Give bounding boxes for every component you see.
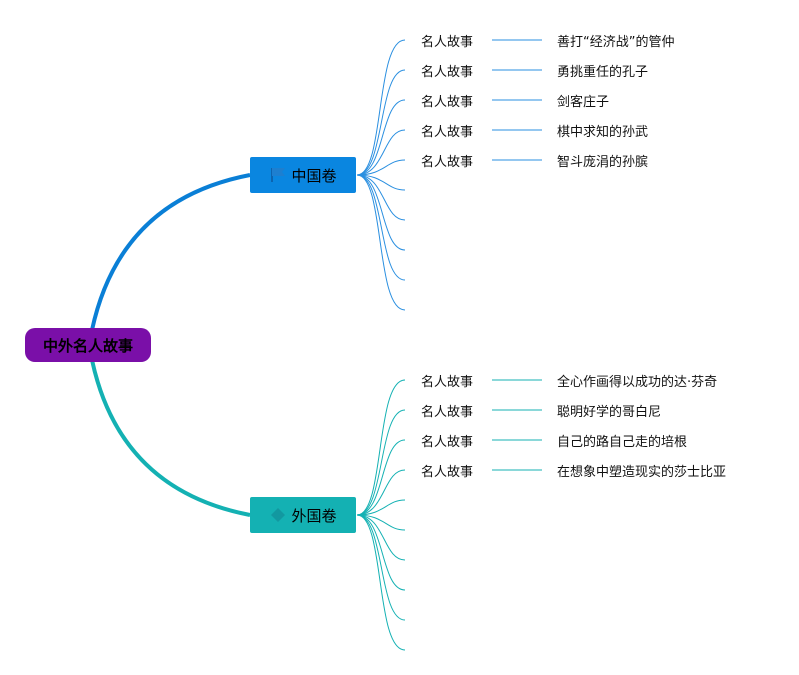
- china-item-4-category[interactable]: 名人故事: [421, 125, 474, 140]
- china-item-3-category[interactable]: 名人故事: [421, 95, 474, 110]
- china-item-3-title[interactable]: 剑客庄子: [557, 95, 610, 110]
- china-item-2-category[interactable]: 名人故事: [421, 65, 474, 80]
- root-to-china-link: [90, 173, 251, 331]
- branch-foreign-label: 外国卷: [291, 506, 337, 525]
- china-item-5-title[interactable]: 智斗庞涓的孙膑: [557, 155, 649, 170]
- root-topic[interactable]: 中外名人故事: [25, 328, 151, 362]
- foreign-item-1-title[interactable]: 全心作画得以成功的达·芬奇: [557, 375, 718, 390]
- branch-china[interactable]: 中国卷: [250, 157, 356, 193]
- foreign-leaf-connectors: [492, 379, 542, 471]
- foreign-fan-lines: [356, 379, 406, 651]
- foreign-item-2-category[interactable]: 名人故事: [421, 405, 474, 420]
- china-item-2-title[interactable]: 勇挑重任的孔子: [557, 65, 649, 80]
- foreign-item-3-title[interactable]: 自己的路自己走的培根: [557, 435, 688, 450]
- foreign-item-1-category[interactable]: 名人故事: [421, 375, 474, 390]
- foreign-item-4-title[interactable]: 在想象中塑造现实的莎士比亚: [557, 465, 727, 480]
- branch-china-label: 中国卷: [291, 166, 337, 185]
- foreign-item-4-category[interactable]: 名人故事: [421, 465, 474, 480]
- china-item-1-title[interactable]: 善打“经济战”的管仲: [557, 35, 675, 50]
- china-fan-lines: [356, 39, 406, 311]
- branch-foreign[interactable]: 外国卷: [250, 497, 356, 533]
- china-item-4-title[interactable]: 棋中求知的孙武: [557, 125, 649, 140]
- root-topic-label: 中外名人故事: [42, 336, 133, 355]
- diamond-icon: [271, 508, 286, 522]
- foreign-item-2-title[interactable]: 聪明好学的哥白尼: [557, 405, 662, 420]
- china-leaf-connectors: [492, 39, 542, 161]
- foreign-item-3-category[interactable]: 名人故事: [421, 435, 474, 450]
- root-to-foreign-link: [90, 359, 251, 517]
- china-item-5-category[interactable]: 名人故事: [421, 155, 474, 170]
- china-item-1-category[interactable]: 名人故事: [421, 35, 474, 50]
- flag-icon: [271, 168, 286, 182]
